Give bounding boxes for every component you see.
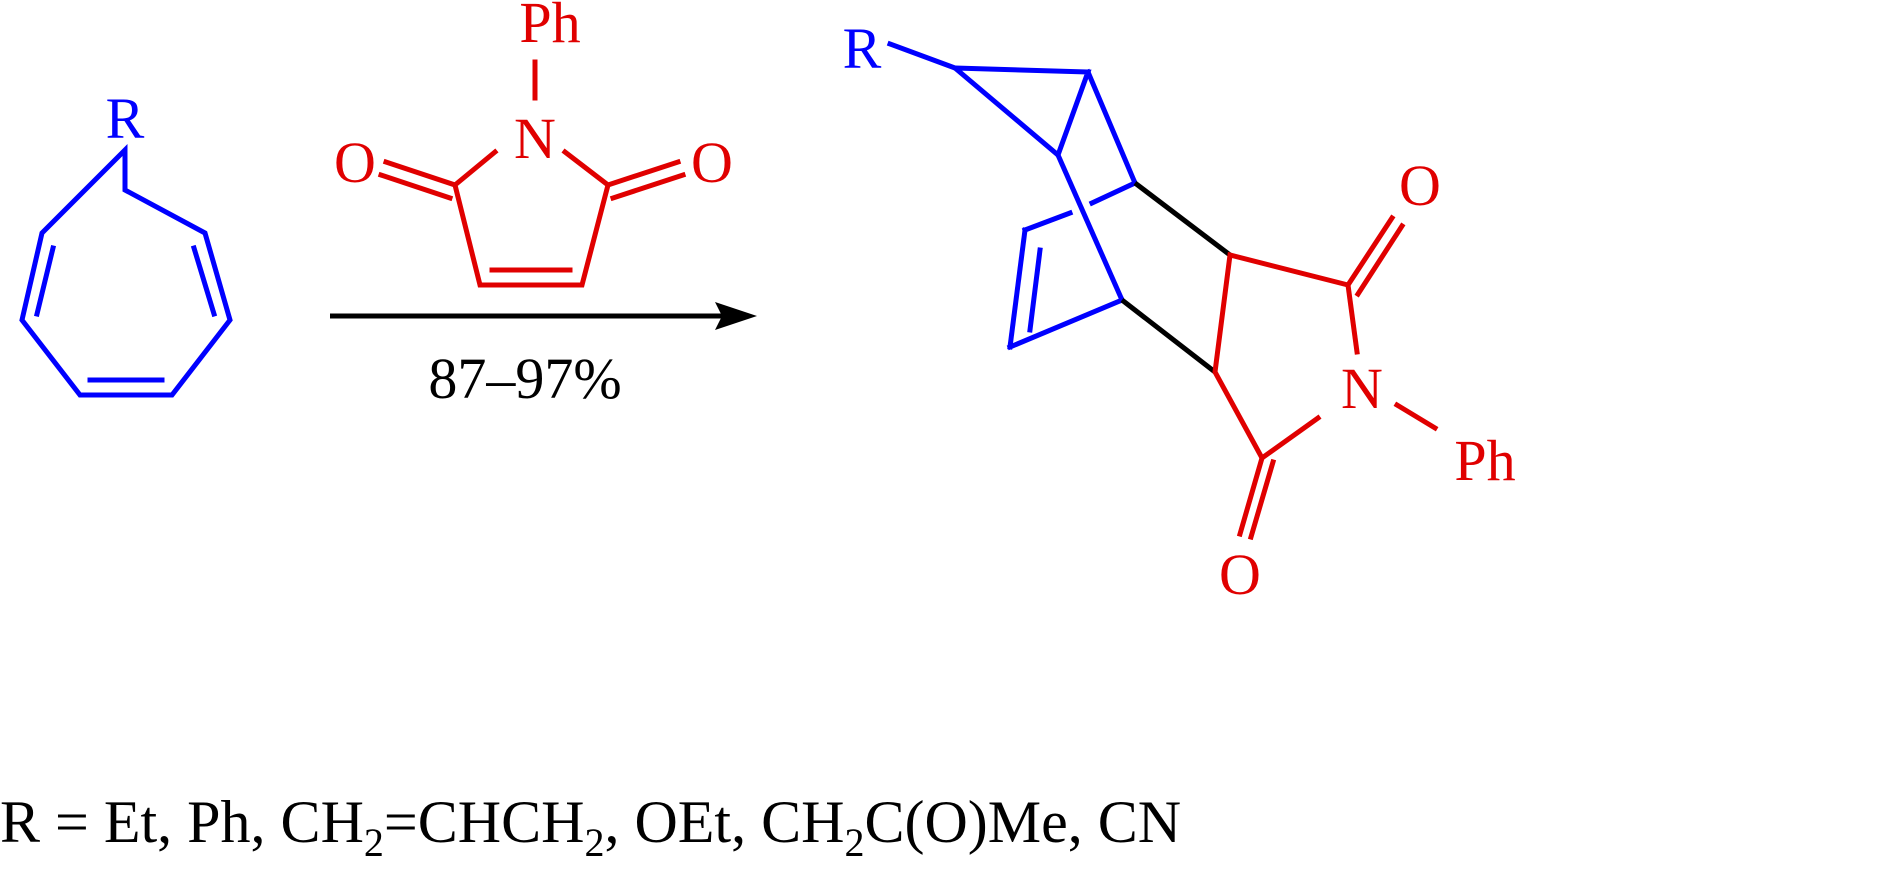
carbonyl-bond [382, 158, 459, 189]
substituent-caption: R = Et, Ph, CH2=CHCH2, OEt, CH2C(O)Me, C… [0, 789, 1181, 865]
yield-label: 87–97% [428, 346, 621, 411]
maleimide-n-label: N [514, 106, 556, 171]
carbonyl-bond [377, 171, 454, 202]
maleimide-o-left: O [334, 130, 376, 195]
double-bond [33, 244, 57, 318]
product-o-bottom: O [1219, 542, 1261, 607]
product-ph-label: Ph [1454, 428, 1515, 493]
maleimide-o-right: O [691, 130, 733, 195]
n-phenylmaleimide: Ph N O O [334, 0, 733, 288]
maleimide-ph-label: Ph [519, 0, 580, 55]
reaction-arrow: 87–97% [330, 302, 757, 411]
double-bond [190, 244, 218, 318]
succinimide-ring [1212, 251, 1352, 462]
carbonyl-bond [604, 158, 682, 189]
carbonyl-bond [609, 171, 687, 202]
maleimide-ring [452, 148, 611, 288]
product-o-top: O [1399, 153, 1441, 218]
new-bond [1120, 298, 1217, 374]
arrowhead-icon [715, 302, 757, 330]
product: R O O N Ph [843, 16, 1516, 607]
reactant-r-label: R [106, 86, 145, 151]
cycloheptatriene: R [19, 86, 233, 398]
cyclopropane [947, 65, 1092, 160]
ring-bonds [19, 143, 233, 398]
product-n-label: N [1341, 356, 1383, 421]
new-bond [1133, 181, 1232, 257]
product-r-label: R [843, 16, 882, 81]
